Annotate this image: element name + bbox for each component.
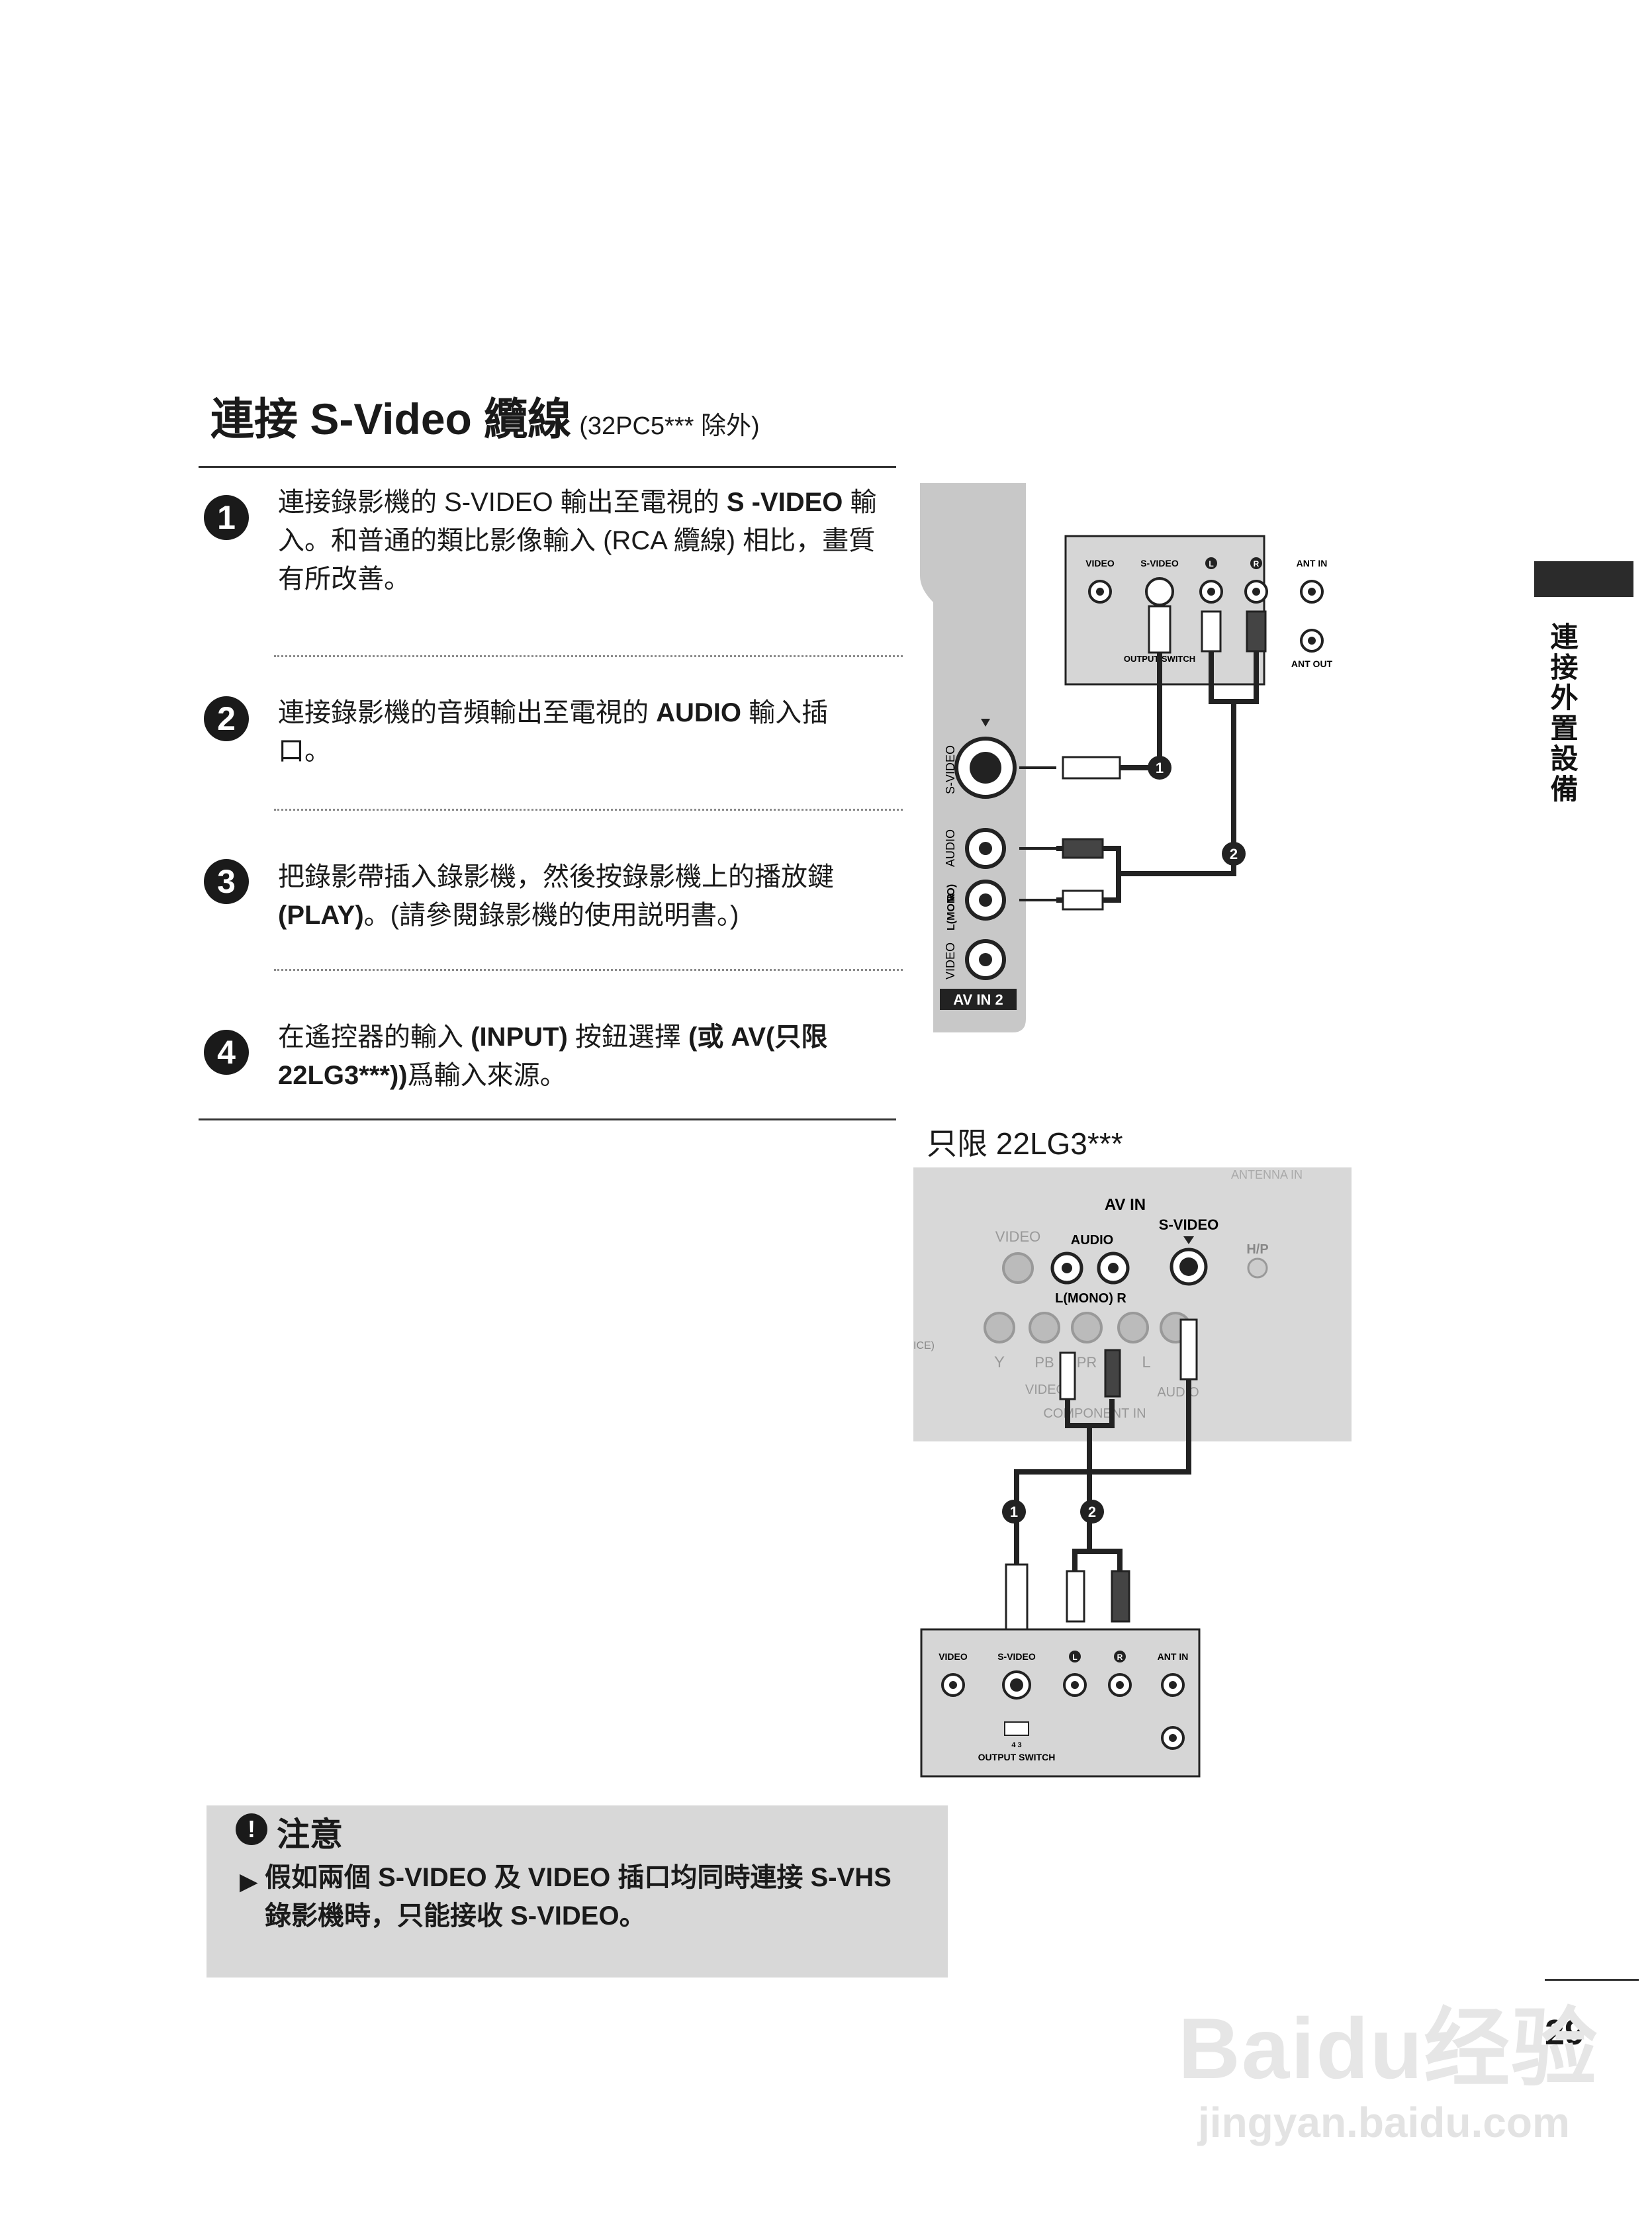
diagram-32pc-connection: VIDEO S-VIDEO L R ANT IN OUTPUT SWITCH A… [920,483,1397,1039]
vcr-label-antin: ANT IN [1297,558,1328,569]
step-4-number: 4 [204,1030,249,1075]
comp-audio-label: AUDIO [1157,1385,1199,1400]
note-title: 注意 [277,1808,343,1856]
source-label: ICE) [913,1340,935,1351]
step-divider [274,969,903,971]
comp-pb: PB [1034,1354,1054,1371]
step-divider [274,809,903,811]
audio-plug-r [1247,612,1265,651]
component-in-label: COMPONENT IN [1043,1406,1146,1421]
diagram-22lg3-connection: ANTENNA IN AV IN VIDEO AUDIO S-VIDEO H/P… [913,1167,1363,1783]
bullet-icon: ▶ [240,1868,258,1895]
av-in-label: AV IN [1105,1196,1146,1214]
tv-label-video: VIDEO [944,942,957,979]
side-tab-label: 連接外置設備 [1542,622,1583,805]
headphone-jack [1248,1259,1267,1277]
vcr-label-video: VIDEO [1085,558,1115,569]
hp-label: H/P [1246,1242,1268,1257]
marker-2-label: 2 [1230,846,1238,862]
marker-1-label: 1 [1156,760,1164,776]
side-tab-block [1534,561,1633,597]
step-3-text: 把錄影帶插入錄影機，然後按錄影機上的播放鍵 (PLAY)。(請參閱錄影機的使用説… [278,858,880,934]
watermark-logo: Baidu经验 [1178,1979,1598,2103]
step-1-number: 1 [204,495,249,540]
vcr-label-l: L [1072,1653,1077,1662]
step-3-number: 3 [204,859,249,904]
audio-label: AUDIO [1071,1233,1113,1248]
av-in2-label: AV IN 2 [953,991,1003,1008]
vcr-label-r: R [1117,1653,1123,1662]
step-4-text: 在遙控器的輸入 (INPUT) 按鈕選擇 (或 AV(只限 22LG3***))… [278,1018,880,1095]
tv-label-svideo: S-VIDEO [944,745,957,794]
antenna-label: ANTENNA IN [1231,1168,1303,1181]
marker-1-label: 1 [1010,1504,1018,1520]
top-rule [199,466,896,468]
vcr-label-l: L [1209,559,1213,569]
audio-tv-plug-l [1063,891,1103,909]
exclamation-icon: ! [236,1813,267,1845]
video-label: VIDEO [995,1228,1040,1245]
bottom-rule [199,1118,896,1120]
audio-tv-plug-r [1063,839,1103,858]
watermark-url: jingyan.baidu.com [1198,2098,1570,2147]
note-text: 假如兩個 S-VIDEO 及 VIDEO 插口均同時連接 S-VHS 錄影機時，… [265,1858,900,1935]
comp-pr: PR [1077,1354,1097,1371]
switch-numbers: 4 3 [1011,1741,1021,1749]
tv-label-lmono: L(MONO) [946,884,957,931]
tv-label-audio: AUDIO [944,829,957,867]
vcr-label-antout: ANT OUT [1291,659,1333,669]
vcr-label-video: VIDEO [939,1651,968,1662]
lmono-label: L(MONO) R [1055,1291,1126,1306]
page-title: 連接 S-Video 纜線 (32PC5*** 除外) [210,384,760,447]
svideo-plug [1149,606,1170,653]
vcr-label-svideo: S-VIDEO [997,1651,1036,1662]
step-2-text: 連接錄影機的音頻輸出至電視的 AUDIO 輸入插口。 [278,694,880,770]
comp-l: L [1142,1353,1150,1371]
vcr-label-svideo: S-VIDEO [1140,558,1179,569]
svideo-label: S-VIDEO [1159,1216,1218,1233]
vcr-output-switch: OUTPUT SWITCH [978,1752,1056,1762]
step-2-number: 2 [204,696,249,741]
svideo-tv-plug [1063,757,1120,778]
step-1-text: 連接錄影機的 S-VIDEO 輸出至電視的 S -VIDEO 輸入。和普通的類比… [278,483,880,598]
only-model-label: 只限 22LG3*** [927,1120,1123,1163]
title-main: 連接 S-Video 纜線 [210,394,571,443]
comp-y: Y [994,1353,1005,1371]
vcr-label-antin: ANT IN [1158,1651,1189,1662]
step-divider [274,655,903,657]
marker-2-label: 2 [1088,1504,1096,1520]
audio-plug-l [1202,612,1220,651]
title-sub: (32PC5*** 除外) [579,412,759,440]
vcr-label-r: R [1254,559,1260,569]
